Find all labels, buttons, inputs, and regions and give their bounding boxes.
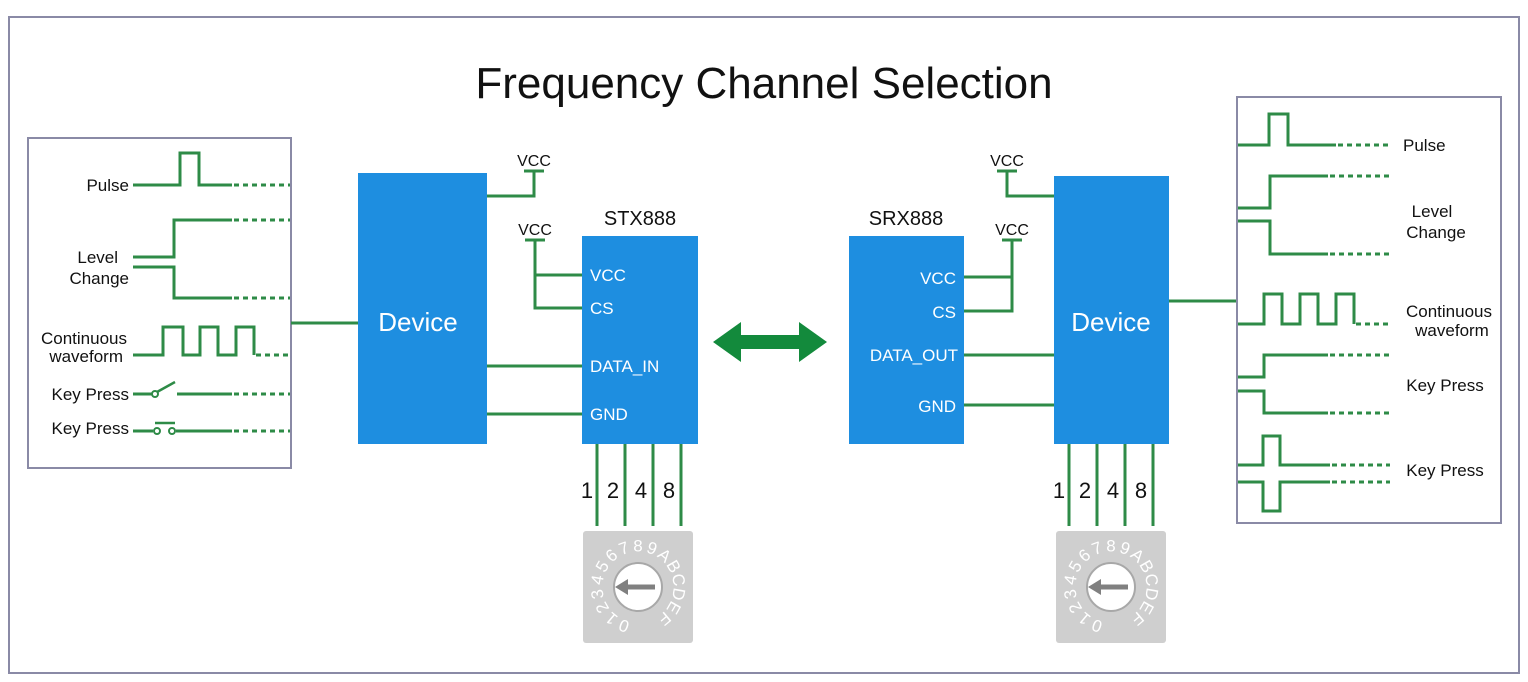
rx-vcc-mid-wire — [964, 240, 1014, 313]
tx-dip-weights: 1 2 4 8 — [581, 478, 675, 503]
left-pulse-waveform — [133, 151, 232, 187]
stx888-module-name: STX888 — [604, 208, 676, 230]
rx-vcc-top-wire — [1005, 171, 1054, 198]
rx-dip-weight: 8 — [1135, 478, 1147, 503]
dial-digit: C — [668, 572, 689, 587]
left-level-label-2: Change — [69, 269, 129, 288]
receiver-device: Device — [1054, 176, 1169, 444]
right-pulse-label: Pulse — [1403, 136, 1446, 155]
left-pulse-label: Pulse — [86, 176, 129, 195]
dial-digit: 4 — [1060, 574, 1080, 587]
right-level-label-2: Change — [1406, 223, 1466, 242]
right-level-fall-waveform — [1238, 219, 1328, 256]
stx888-module: VCC CS DATA_IN GND — [582, 236, 698, 444]
left-continuous-label-1: Continuous — [41, 329, 127, 348]
left-panel-frame — [27, 137, 292, 469]
srx888-pin-cs: CS — [932, 303, 956, 322]
rx-dip-weights: 1 2 4 8 — [1053, 478, 1147, 503]
dial-digit: D — [668, 586, 689, 601]
left-keypress-label-a: Key Press — [52, 385, 129, 404]
rx-vcc-top-label: VCC — [990, 153, 1024, 170]
rx-vcc-mid-label: VCC — [995, 222, 1029, 239]
srx888-module: VCC CS DATA_OUT GND — [849, 236, 964, 444]
tx-vcc-mid-wire — [533, 240, 582, 310]
tx-dip-weight: 1 — [581, 478, 593, 503]
srx888-pin-data-out: DATA_OUT — [870, 346, 958, 365]
right-signal-panel: Pulse Level Change Continuous waveform K… — [1236, 96, 1502, 524]
left-level-label-1: Level — [77, 248, 118, 267]
tx-rotary-arrow-icon — [615, 579, 655, 595]
dial-digit: D — [1141, 586, 1162, 601]
tx-vcc-top-label: VCC — [517, 153, 551, 170]
tx-vcc-top-wire — [487, 171, 536, 198]
dial-digit: 4 — [587, 574, 607, 587]
srx888-pin-gnd: GND — [918, 397, 956, 416]
rx-dip-weight: 1 — [1053, 478, 1065, 503]
rx-rotary-arrow-icon — [1088, 579, 1128, 595]
bidirectional-link-arrow-icon — [713, 322, 827, 362]
dial-digit: 8 — [633, 537, 642, 556]
right-level-rise-waveform — [1238, 174, 1328, 210]
right-level-label-1: Level — [1412, 202, 1453, 221]
right-panel-frame — [1236, 96, 1502, 524]
dial-digit: 8 — [1106, 537, 1115, 556]
stx888-pin-gnd: GND — [590, 405, 628, 424]
dial-digit: 3 — [1060, 588, 1080, 601]
tx-dip-weight: 2 — [607, 478, 619, 503]
right-keypress-waveform-b — [1238, 434, 1330, 513]
right-continuous-label-2: waveform — [1414, 321, 1489, 340]
stx888-module-block — [582, 236, 698, 444]
rx-dip-weight: 2 — [1079, 478, 1091, 503]
right-continuous-label-1: Continuous — [1406, 302, 1492, 321]
page-title: Frequency Channel Selection — [475, 59, 1052, 108]
right-continuous-waveform — [1238, 292, 1356, 326]
dial-digit: 3 — [587, 588, 607, 601]
receiver-device-label: Device — [1071, 307, 1150, 337]
left-signal-panel: Pulse Level Change Continuous waveform K… — [27, 137, 292, 469]
rx-dip-wires — [1067, 444, 1155, 526]
stx888-pin-vcc: VCC — [590, 266, 626, 285]
srx888-module-name: SRX888 — [869, 208, 944, 230]
tx-dip-wires — [595, 444, 683, 526]
right-keypress-waveform-a — [1238, 353, 1328, 415]
left-continuous-label-2: waveform — [48, 347, 123, 366]
left-keypress-label-b: Key Press — [52, 419, 129, 438]
tx-dip-weight: 8 — [663, 478, 675, 503]
switch-open-icon — [133, 380, 232, 398]
transmitter-device-block — [358, 173, 487, 444]
tx-vcc-mid-label: VCC — [518, 222, 552, 239]
right-pulse-waveform — [1238, 112, 1336, 147]
rx-dip-weight: 4 — [1107, 478, 1119, 503]
left-level-fall-waveform — [133, 265, 232, 300]
dial-digit: C — [1141, 572, 1162, 587]
stx888-pin-cs: CS — [590, 299, 614, 318]
tx-dip-weight: 4 — [635, 478, 647, 503]
right-keypress-label-b: Key Press — [1406, 461, 1483, 480]
transmitter-device-label: Device — [378, 307, 457, 337]
switch-pushbutton-icon — [133, 421, 232, 435]
srx888-module-block — [849, 236, 964, 444]
right-keypress-label-a: Key Press — [1406, 376, 1483, 395]
srx888-pin-vcc: VCC — [920, 269, 956, 288]
receiver-device-block — [1054, 176, 1169, 444]
outer-frame — [8, 16, 1520, 674]
left-level-rise-waveform — [133, 218, 232, 259]
stx888-pin-data-in: DATA_IN — [590, 357, 659, 376]
transmitter-device: Device — [358, 173, 487, 444]
left-continuous-waveform — [133, 325, 256, 357]
